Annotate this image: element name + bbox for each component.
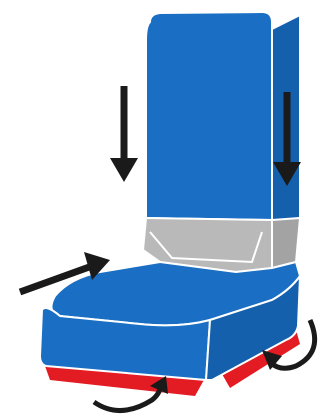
curved-arrow-icon <box>262 318 318 371</box>
arrows <box>18 86 318 413</box>
lumbar-panel <box>141 216 302 274</box>
seat-front <box>38 307 212 382</box>
backrest <box>145 10 273 222</box>
rail-right <box>222 330 300 388</box>
down-arrow-icon <box>273 92 301 186</box>
down-arrow-icon <box>110 86 138 182</box>
lumbar-inner-line <box>149 231 263 264</box>
lumbar-side <box>271 216 302 270</box>
seat-side <box>204 272 302 381</box>
curved-arrow-icon <box>92 376 168 413</box>
diagonal-arrow-icon <box>18 252 110 296</box>
